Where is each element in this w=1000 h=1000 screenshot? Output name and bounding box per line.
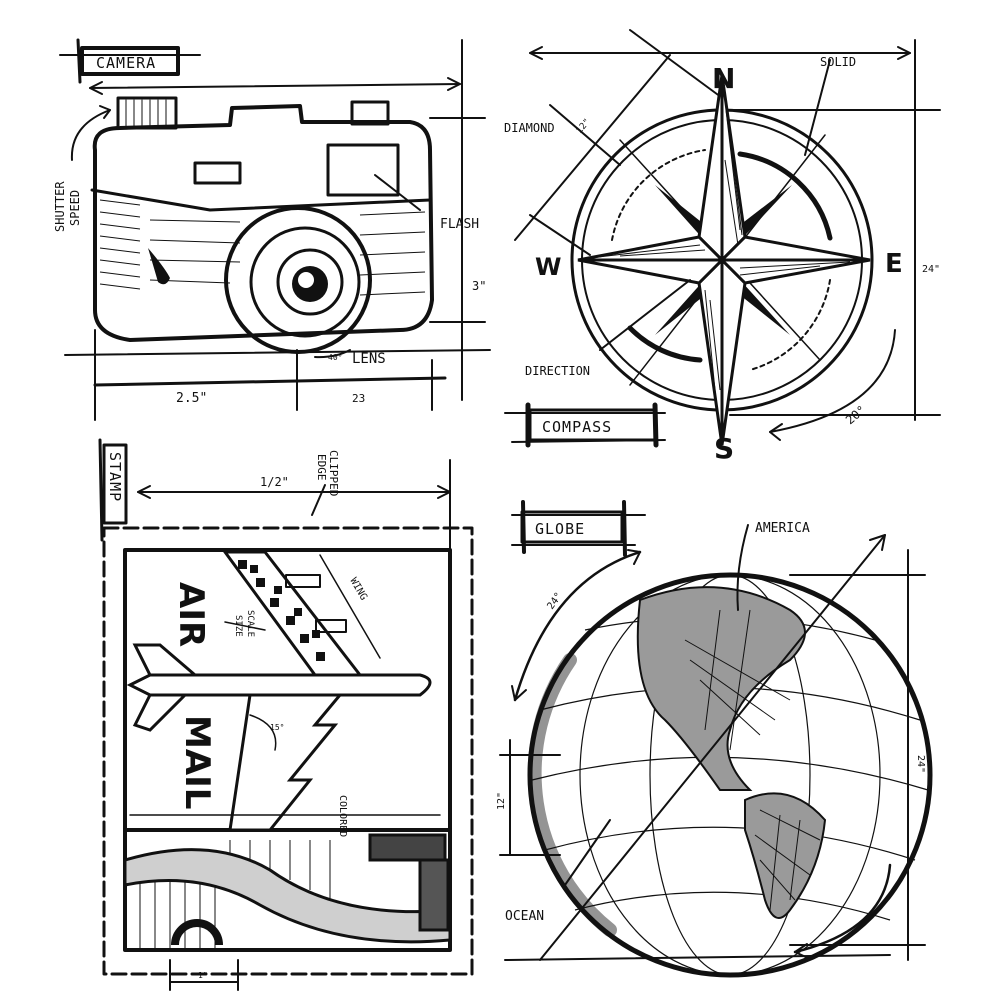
- stamp-angle-label: 15°: [270, 723, 284, 732]
- compass-height-dimension: 24": [922, 264, 940, 275]
- stamp-sketch: STAMP 1/2" CLIPPED EDGE: [98, 438, 474, 991]
- stamp-bottom-dimension: 1": [198, 971, 208, 980]
- globe-title-box: GLOBE: [511, 500, 646, 557]
- compass-panel: N S E W DIAMOND SOLID DIRECTION 12" 24" …: [500, 0, 1000, 470]
- south-label: S: [714, 432, 734, 465]
- scale-size-line1: SCALE: [245, 610, 255, 637]
- stamp-title-box: STAMP: [98, 438, 128, 542]
- diamond-label: DIAMOND: [504, 121, 555, 135]
- ocean-label: OCEAN: [505, 909, 544, 924]
- globe-height-dimension: 24": [915, 755, 926, 773]
- camera-body-outline: [92, 104, 434, 342]
- camera-title-box: CAMERA: [59, 38, 201, 84]
- scale-size-line2: SIZE: [233, 615, 243, 637]
- camera-panel: CAMERA: [0, 0, 500, 421]
- stamp-title: STAMP: [106, 452, 124, 502]
- clipped-edge-line1: CLIPPED: [327, 450, 340, 496]
- compass-rose-star: [577, 74, 871, 446]
- lens-outer: [224, 206, 372, 354]
- compass-title: COMPASS: [542, 418, 612, 436]
- globe-panel: GLOBE: [490, 490, 1000, 1000]
- north-america: [636, 586, 806, 791]
- camera-width-right-dimension: 23: [352, 392, 365, 405]
- camera-height-dimension: 3": [472, 279, 486, 293]
- diamond-arc: [611, 149, 706, 241]
- flash-label: FLASH: [440, 217, 479, 232]
- west-label: W: [535, 253, 561, 281]
- mail-text: MAIL: [177, 715, 217, 809]
- air-text: AIR: [171, 582, 211, 647]
- landscape-wave: [123, 848, 452, 944]
- shutter-dial: [116, 96, 178, 130]
- wing-label: WING: [347, 576, 369, 602]
- globe-segment-dimension: 12": [496, 792, 507, 810]
- direction-label: DIRECTION: [525, 364, 590, 378]
- solid-arc: [737, 151, 833, 241]
- colored-label: COLORED: [337, 795, 348, 837]
- lens-label: LENS: [352, 351, 386, 367]
- airplane: [126, 550, 432, 832]
- stamp-width-dimension: 1/2": [260, 475, 289, 489]
- compass-sketch: N S E W DIAMOND SOLID DIRECTION 12" 24" …: [504, 29, 941, 465]
- camera-sketch: CAMERA: [53, 38, 491, 421]
- clipped-edge-line2: EDGE: [315, 454, 328, 481]
- compass-title-box: COMPASS: [504, 402, 666, 448]
- stamp-perforated-edge: [102, 526, 474, 976]
- east-label: E: [885, 249, 903, 279]
- shutter-label-line1: SHUTTER: [53, 181, 67, 232]
- america-label: AMERICA: [755, 521, 810, 536]
- solid-label: SOLID: [820, 55, 856, 69]
- compass-diagonal-dimension: 12": [575, 117, 593, 136]
- stamp-panel: STAMP 1/2" CLIPPED EDGE: [90, 430, 490, 991]
- globe-title: GLOBE: [535, 520, 585, 538]
- lens-angle-label: 40°: [328, 353, 342, 362]
- camera-width-left-dimension: 2.5": [176, 391, 207, 406]
- flash-window: [326, 143, 400, 197]
- north-label: N: [712, 62, 735, 95]
- south-america: [744, 792, 827, 919]
- camera-title: CAMERA: [96, 54, 156, 72]
- shutter-label-line2: SPEED: [68, 190, 82, 226]
- globe-arc-dimension: 24°: [545, 591, 564, 612]
- globe-sketch: GLOBE: [496, 500, 933, 978]
